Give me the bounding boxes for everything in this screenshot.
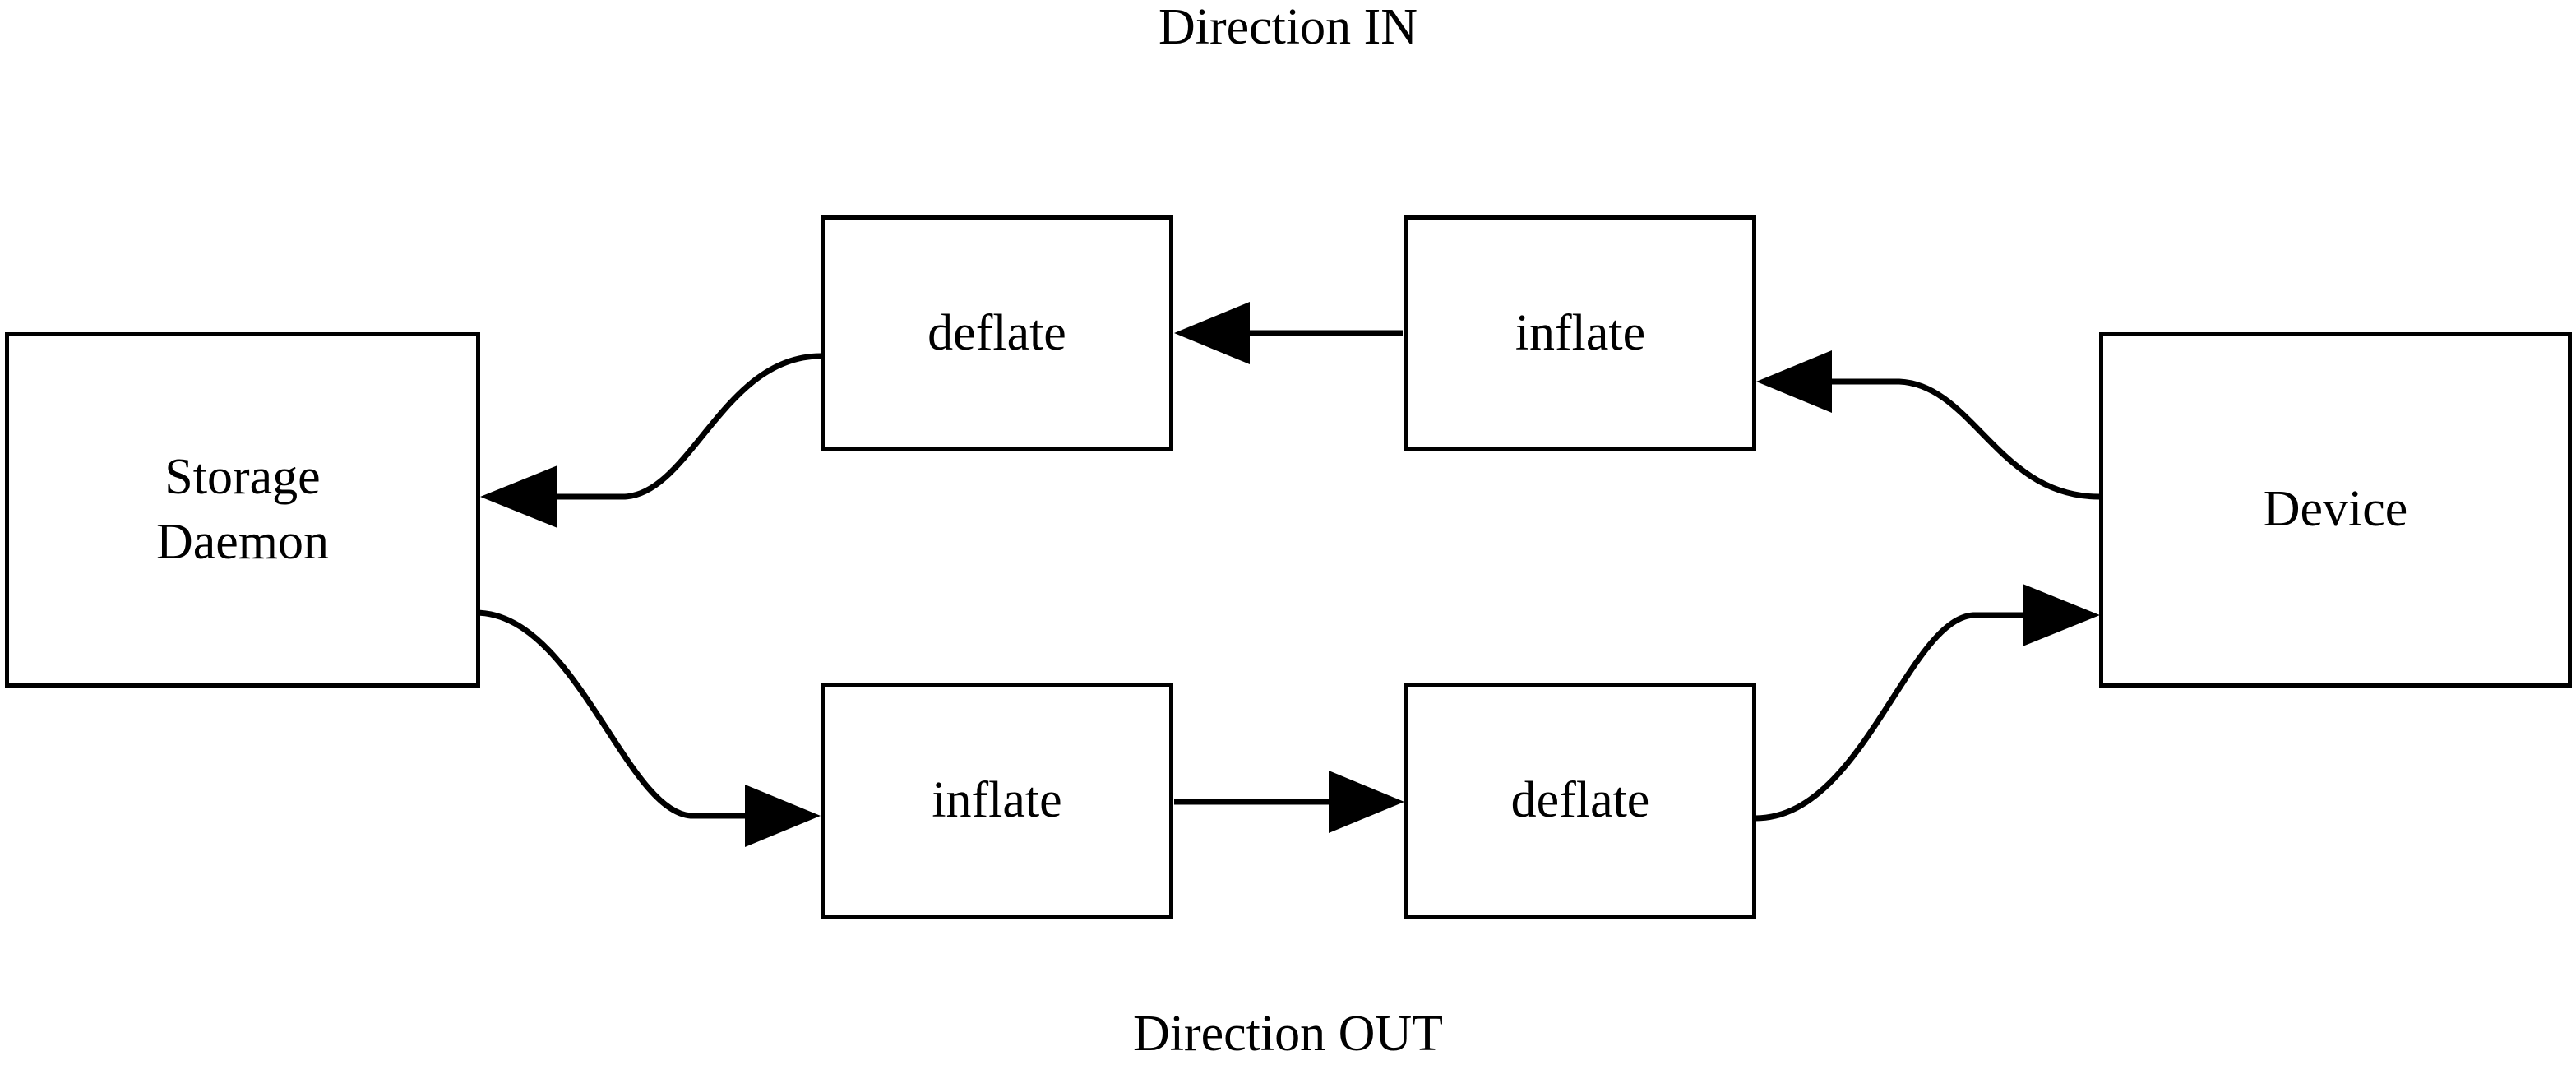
arrowhead-left-deflate-in-to-storage-daemon (480, 465, 557, 528)
node-inflate-out-label: inflate (932, 772, 1062, 829)
node-deflate-out-label: deflate (1510, 772, 1650, 829)
node-inflate-in[interactable]: inflate (1404, 215, 1756, 451)
arrowhead-left-inflate-in-to-deflate-in (1174, 302, 1250, 364)
edge-storage-daemon-to-inflate-out-line (474, 609, 747, 819)
node-deflate-out[interactable]: deflate (1404, 683, 1756, 919)
arrowhead-right-storage-daemon-to-inflate-out (745, 785, 821, 847)
node-deflate-in-label: deflate (927, 304, 1066, 361)
edge-storage-daemon-to-inflate-out (474, 609, 821, 847)
arrowhead-left-device-to-inflate-in (1756, 350, 1832, 413)
edge-device-to-inflate-in-line (1829, 378, 2100, 500)
node-device[interactable]: Device (2099, 332, 2572, 688)
edge-deflate-out-to-device (1755, 584, 2100, 822)
arrowhead-right-deflate-out-to-device (2023, 584, 2100, 646)
edge-device-to-inflate-in (1756, 350, 2100, 500)
arrowhead-right-inflate-out-to-deflate-out (1329, 771, 1404, 833)
edge-inflate-out-to-deflate-out (1174, 771, 1404, 833)
edge-deflate-in-to-storage-daemon-line (556, 353, 821, 500)
node-deflate-in[interactable]: deflate (821, 215, 1173, 451)
node-device-label: Device (2263, 481, 2408, 538)
node-storage-daemon[interactable]: Storage Daemon (5, 332, 480, 688)
direction-out-caption: Direction OUT (1132, 1006, 1444, 1062)
edge-deflate-in-to-storage-daemon (480, 353, 821, 528)
edge-deflate-out-to-device-line (1755, 612, 2024, 822)
node-inflate-out[interactable]: inflate (821, 683, 1173, 919)
node-inflate-in-label: inflate (1515, 304, 1646, 361)
node-storage-daemon-label-line1: Storage (164, 448, 321, 505)
direction-in-caption: Direction IN (1158, 0, 1418, 55)
node-storage-daemon-label-line2: Daemon (155, 514, 330, 570)
edge-inflate-in-to-deflate-in (1174, 302, 1403, 364)
